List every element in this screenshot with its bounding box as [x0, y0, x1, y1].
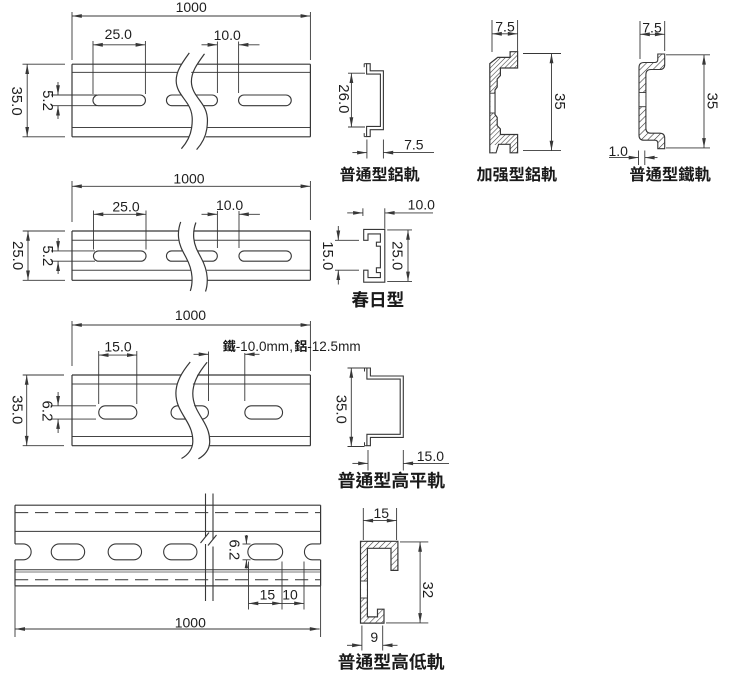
svg-text:26.0: 26.0: [335, 84, 352, 113]
svg-text:10.0: 10.0: [214, 27, 241, 43]
svg-text:15.0: 15.0: [417, 448, 444, 464]
svg-text:10: 10: [282, 587, 298, 603]
svg-text:1000: 1000: [175, 307, 206, 323]
svg-text:7.5: 7.5: [404, 137, 424, 153]
svg-text:9: 9: [370, 629, 378, 645]
svg-text:15.0: 15.0: [319, 241, 336, 270]
svg-text:,: ,: [289, 339, 293, 354]
svg-text:35.0: 35.0: [9, 395, 26, 424]
svg-text:25.0: 25.0: [112, 199, 139, 215]
svg-text:1000: 1000: [175, 615, 206, 631]
svg-text:10.0: 10.0: [408, 197, 435, 213]
svg-text:15: 15: [260, 587, 276, 603]
svg-text:25.0: 25.0: [389, 241, 406, 270]
svg-text:-10.0mm: -10.0mm: [236, 339, 289, 354]
svg-text:5.2: 5.2: [39, 245, 56, 266]
svg-text:35: 35: [551, 93, 568, 110]
svg-text:15.0: 15.0: [104, 339, 131, 355]
svg-text:7.5: 7.5: [642, 20, 662, 36]
svg-text:5.2: 5.2: [39, 90, 56, 111]
svg-text:32: 32: [419, 582, 436, 599]
svg-text:6.2: 6.2: [225, 539, 242, 560]
svg-text:-12.5mm: -12.5mm: [307, 339, 360, 354]
svg-text:1000: 1000: [173, 170, 204, 186]
svg-text:35: 35: [703, 93, 720, 110]
svg-text:6.2: 6.2: [38, 401, 55, 422]
svg-text:10.0: 10.0: [216, 197, 243, 213]
svg-text:15: 15: [374, 505, 390, 521]
svg-text:25.0: 25.0: [105, 26, 132, 42]
svg-text:1.0: 1.0: [608, 143, 628, 159]
svg-text:35.0: 35.0: [332, 395, 349, 424]
svg-text:1000: 1000: [176, 0, 207, 15]
svg-text:7.5: 7.5: [495, 18, 515, 34]
svg-text:35.0: 35.0: [8, 86, 25, 115]
svg-text:25.0: 25.0: [9, 241, 26, 270]
